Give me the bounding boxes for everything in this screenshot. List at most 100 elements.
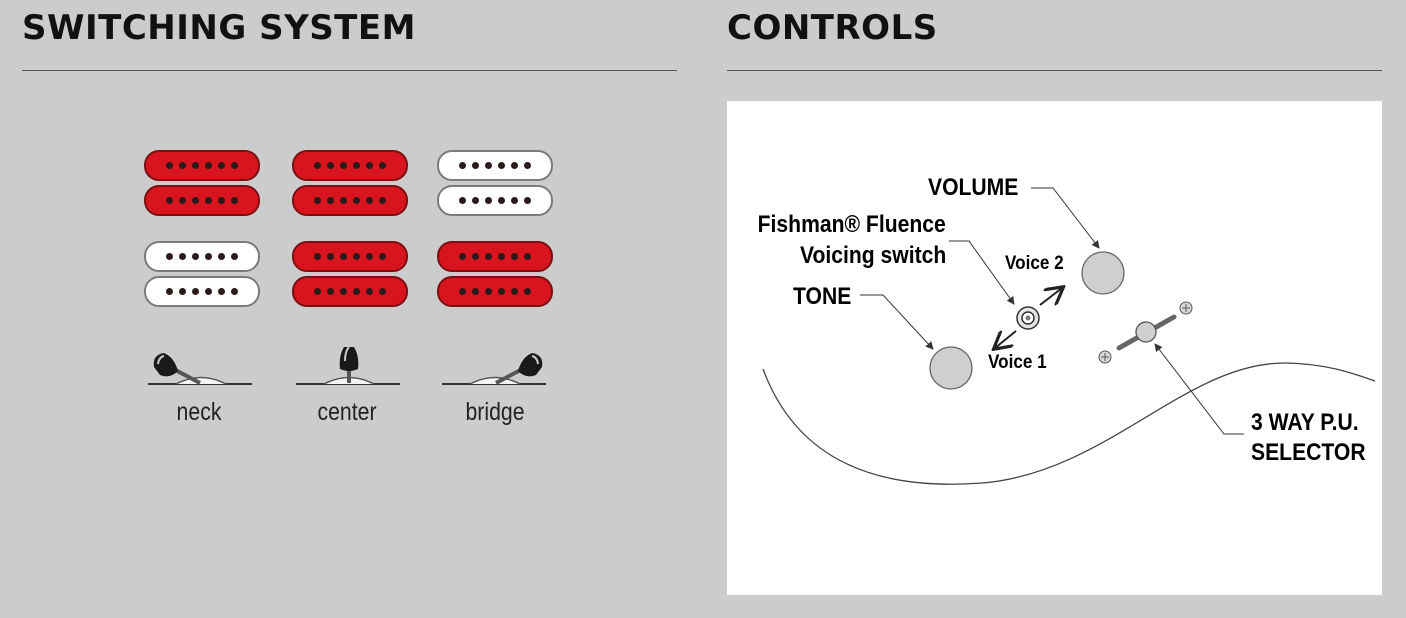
pole-piece bbox=[231, 197, 238, 204]
pole-piece bbox=[340, 288, 347, 295]
pole-piece bbox=[327, 162, 334, 169]
pole-piece bbox=[340, 253, 347, 260]
pole-piece bbox=[340, 162, 347, 169]
pole-piece bbox=[524, 197, 531, 204]
selector-label-line1: 3 WAY P.U. bbox=[1251, 409, 1359, 436]
tone-knob bbox=[929, 346, 973, 390]
position-label-neck: neck bbox=[176, 398, 222, 426]
pole-piece bbox=[327, 253, 334, 260]
pickup-coil bbox=[292, 185, 408, 216]
fishman-label-line1: Fishman® Fluence bbox=[757, 211, 946, 238]
section-divider bbox=[22, 70, 677, 71]
controls-diagram: VOLUME Fishman® Fluence Voicing switch T… bbox=[727, 101, 1382, 595]
pole-piece bbox=[192, 253, 199, 260]
pickup-coil bbox=[437, 241, 553, 272]
volume-knob bbox=[1081, 251, 1125, 295]
controls-title: CONTROLS bbox=[727, 8, 938, 48]
pole-piece bbox=[205, 162, 212, 169]
voice2-label: Voice 2 bbox=[1005, 253, 1064, 274]
voice1-label: Voice 1 bbox=[988, 352, 1047, 373]
pole-piece bbox=[524, 253, 531, 260]
pole-piece bbox=[472, 162, 479, 169]
pole-piece bbox=[314, 288, 321, 295]
pole-piece bbox=[192, 288, 199, 295]
pickup-coil bbox=[144, 185, 260, 216]
pole-piece bbox=[459, 288, 466, 295]
pole-piece bbox=[459, 162, 466, 169]
pole-piece bbox=[166, 197, 173, 204]
pole-piece bbox=[205, 253, 212, 260]
pole-piece bbox=[166, 253, 173, 260]
pole-piece bbox=[511, 288, 518, 295]
pole-piece bbox=[353, 162, 360, 169]
pole-piece bbox=[511, 253, 518, 260]
pickup-bridge-position-neck bbox=[437, 150, 553, 218]
tone-label: TONE bbox=[793, 283, 852, 310]
pole-piece bbox=[353, 288, 360, 295]
pole-piece bbox=[524, 162, 531, 169]
pole-piece bbox=[498, 162, 505, 169]
pole-piece bbox=[218, 197, 225, 204]
pole-piece bbox=[314, 162, 321, 169]
pole-piece bbox=[166, 162, 173, 169]
pickup-coil bbox=[144, 241, 260, 272]
pole-piece bbox=[327, 288, 334, 295]
lever-switch-bridge bbox=[440, 347, 550, 397]
pole-piece bbox=[472, 288, 479, 295]
lever-switch-center bbox=[294, 341, 404, 397]
pickup-coil bbox=[144, 276, 260, 307]
pole-piece bbox=[218, 253, 225, 260]
pickup-coil bbox=[292, 276, 408, 307]
pole-piece bbox=[192, 162, 199, 169]
selector-label-line2: SELECTOR bbox=[1251, 439, 1366, 466]
pole-piece bbox=[511, 162, 518, 169]
fishman-label-line2: Voicing switch bbox=[799, 242, 946, 269]
pole-piece bbox=[366, 288, 373, 295]
pole-piece bbox=[379, 162, 386, 169]
pole-piece bbox=[459, 253, 466, 260]
pole-piece bbox=[179, 253, 186, 260]
lever-switch-neck bbox=[146, 347, 256, 397]
pole-piece bbox=[192, 197, 199, 204]
pole-piece bbox=[379, 253, 386, 260]
pole-piece bbox=[205, 197, 212, 204]
pole-piece bbox=[314, 253, 321, 260]
pole-piece bbox=[511, 197, 518, 204]
pole-piece bbox=[524, 288, 531, 295]
pole-piece bbox=[366, 197, 373, 204]
position-label-center: center bbox=[317, 398, 377, 426]
pole-piece bbox=[314, 197, 321, 204]
pole-piece bbox=[353, 253, 360, 260]
pole-piece bbox=[231, 288, 238, 295]
pickup-coil bbox=[437, 276, 553, 307]
pole-piece bbox=[179, 288, 186, 295]
pickup-coil bbox=[144, 150, 260, 181]
pole-piece bbox=[179, 197, 186, 204]
pickup-coil bbox=[437, 150, 553, 181]
pole-piece bbox=[472, 253, 479, 260]
section-divider bbox=[727, 70, 1382, 71]
pole-piece bbox=[218, 162, 225, 169]
pickup-center-position-neck bbox=[292, 150, 408, 218]
volume-label: VOLUME bbox=[928, 174, 1019, 201]
pole-piece bbox=[379, 288, 386, 295]
pole-piece bbox=[166, 288, 173, 295]
pole-piece bbox=[485, 162, 492, 169]
pickup-bridge-position-bridge bbox=[437, 241, 553, 309]
pole-piece bbox=[327, 197, 334, 204]
pole-piece bbox=[231, 253, 238, 260]
switching-system-title: SWITCHING SYSTEM bbox=[22, 8, 416, 48]
pole-piece bbox=[485, 197, 492, 204]
guitar-body-outline bbox=[762, 362, 1376, 485]
position-label-bridge: bridge bbox=[465, 398, 525, 426]
pole-piece bbox=[179, 162, 186, 169]
pole-piece bbox=[379, 197, 386, 204]
pole-piece bbox=[485, 288, 492, 295]
pole-piece bbox=[205, 288, 212, 295]
pickup-coil bbox=[437, 185, 553, 216]
pickup-selector-switch bbox=[1098, 301, 1193, 364]
pole-piece bbox=[498, 197, 505, 204]
pole-piece bbox=[366, 162, 373, 169]
pole-piece bbox=[472, 197, 479, 204]
pole-piece bbox=[498, 288, 505, 295]
